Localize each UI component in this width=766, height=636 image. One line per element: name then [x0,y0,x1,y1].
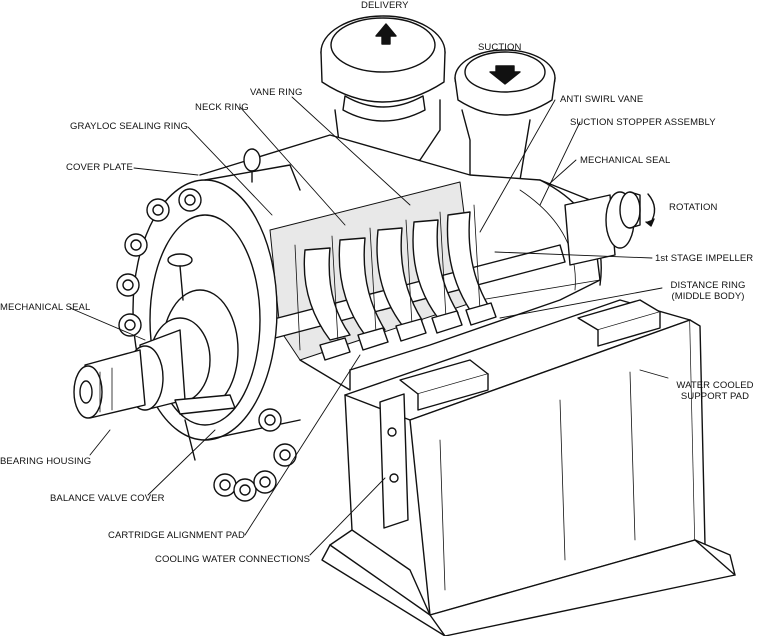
label-rotation: ROTATION [669,202,718,213]
impeller-stack [294,204,497,361]
label-water-cooled-line1: WATER COOLED [676,380,754,391]
label-water-cooled-support-pad: WATER COOLED SUPPORT PAD [670,380,760,402]
label-distance-ring-line1: DISTANCE RING [670,280,746,291]
right-coupling [564,191,656,266]
label-mechanical-seal-left: MECHANICAL SEAL [0,302,91,313]
label-water-cooled-line2: SUPPORT PAD [680,391,750,402]
label-neck-ring: NECK RING [195,102,249,113]
label-vane-ring: VANE RING [250,87,303,98]
leader-lines [69,96,669,556]
label-anti-swirl-vane: ANTI SWIRL VANE [560,94,644,105]
label-distance-ring: DISTANCE RING (MIDDLE BODY) [660,280,756,302]
support-pedestal [321,299,736,636]
suction-nozzle [454,49,556,191]
label-grayloc-sealing-ring: GRAYLOC SEALING RING [70,121,188,132]
label-balance-valve-cover: BALANCE VALVE COVER [50,493,165,504]
label-cooling-water-connections: COOLING WATER CONNECTIONS [155,554,311,565]
label-cover-plate: COVER PLATE [66,162,133,173]
label-distance-ring-line2: (MIDDLE BODY) [671,291,745,302]
label-cartridge-alignment-pad: CARTRIDGE ALIGNMENT PAD [108,530,245,541]
delivery-nozzle [320,15,446,231]
label-mechanical-seal-right: MECHANICAL SEAL [580,155,671,166]
label-1st-stage-impeller: 1st STAGE IMPELLER [655,253,754,264]
label-suction: SUCTION [478,42,522,53]
label-delivery: DELIVERY [361,0,409,11]
label-bearing-housing: BEARING HOUSING [0,456,92,467]
bearing-housing-left [73,253,239,461]
label-suction-stopper-assembly: SUCTION STOPPER ASSEMBLY [570,117,716,128]
